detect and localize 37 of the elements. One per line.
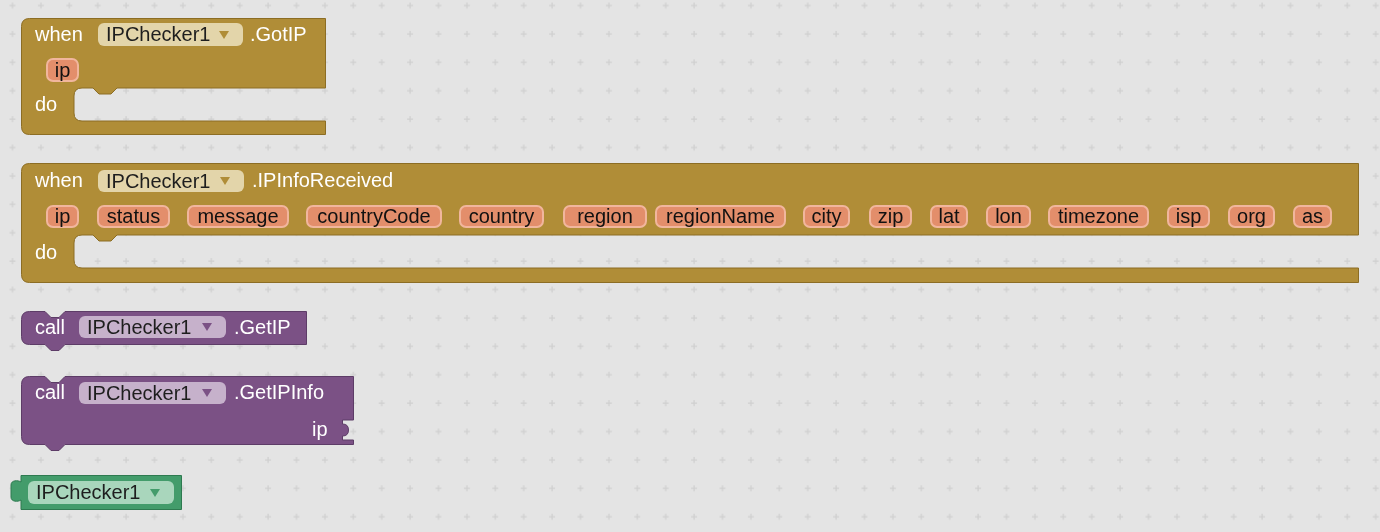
component-dropdown: IPChecker1 — [79, 316, 226, 338]
event-block — [21, 18, 326, 135]
event-parameter: message — [187, 205, 289, 228]
event-parameter: ip — [46, 58, 79, 82]
event-parameter: isp — [1167, 205, 1210, 228]
event-name: .GotIP — [250, 22, 307, 46]
block-keyword: do — [35, 240, 58, 264]
method-call-block — [21, 376, 354, 452]
event-parameter: countryCode — [306, 205, 442, 228]
component-dropdown: IPChecker1 — [79, 382, 226, 404]
event-parameter: city — [803, 205, 850, 228]
component-dropdown: IPChecker1 — [98, 170, 244, 192]
method-name: .GetIPInfo — [234, 380, 325, 404]
method-name: .GetIP — [234, 315, 291, 339]
event-parameter: region — [563, 205, 647, 228]
event-parameter: ip — [46, 205, 79, 228]
event-parameter: zip — [869, 205, 912, 228]
event-parameter: lon — [986, 205, 1031, 228]
method-call-block — [21, 311, 307, 352]
event-parameter: org — [1228, 205, 1275, 228]
event-parameter: country — [459, 205, 544, 228]
component-block — [10, 475, 182, 510]
component-dropdown: IPChecker1 — [28, 481, 174, 504]
event-parameter: lat — [930, 205, 968, 228]
block-keyword: do — [35, 92, 58, 116]
block-keyword: when — [35, 22, 83, 46]
event-parameter: regionName — [655, 205, 786, 228]
event-parameter: as — [1293, 205, 1332, 228]
argument-label: ip — [312, 417, 328, 441]
event-parameter: timezone — [1048, 205, 1149, 228]
event-parameter: status — [97, 205, 170, 228]
component-dropdown: IPChecker1 — [98, 23, 243, 46]
block-keyword: call — [35, 315, 65, 339]
block-keyword: when — [35, 168, 83, 192]
event-block — [21, 163, 1359, 283]
block-keyword: call — [35, 380, 65, 404]
event-name: .IPInfoReceived — [252, 168, 394, 192]
